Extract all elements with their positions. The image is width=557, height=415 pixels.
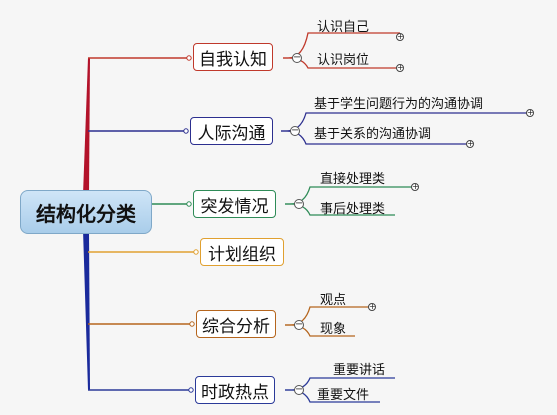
- spine-top: [83, 58, 90, 195]
- collapse-toggle-icon[interactable]: −: [294, 384, 304, 395]
- topic-label: 自我认知: [199, 49, 267, 70]
- branch-anchor-dot: [186, 55, 192, 61]
- topic-analysis[interactable]: 综合分析: [196, 310, 276, 338]
- subtopic-label[interactable]: 认识岗位: [317, 53, 370, 68]
- expand-plus-icon[interactable]: +: [368, 302, 376, 311]
- subtopic-label[interactable]: 认识自己: [317, 20, 370, 35]
- branch-anchor-dot: [189, 321, 195, 327]
- branch-anchor-dot: [188, 387, 194, 393]
- branch-anchor-dot: [193, 249, 199, 255]
- subtopic-label[interactable]: 直接处理类: [320, 172, 386, 187]
- topic-label: 时政热点: [201, 382, 269, 403]
- subtopic-label[interactable]: 现象: [320, 322, 347, 337]
- expand-plus-icon[interactable]: +: [396, 32, 404, 41]
- branch-anchor-dot: [186, 201, 192, 207]
- collapse-toggle-icon[interactable]: −: [290, 125, 300, 136]
- topic-label: 综合分析: [202, 316, 270, 337]
- expand-plus-icon[interactable]: +: [411, 182, 419, 191]
- subtopic-label[interactable]: 重要讲话: [333, 363, 386, 378]
- root-label: 结构化分类: [36, 201, 136, 226]
- branch-anchor-dot: [183, 128, 189, 134]
- subtopic-label[interactable]: 观点: [320, 293, 347, 308]
- topic-label: 突发情况: [200, 196, 269, 217]
- spine-bottom: [83, 230, 90, 390]
- topic-planning[interactable]: 计划组织: [200, 238, 284, 266]
- topic-interpersonal[interactable]: 人际沟通: [190, 117, 273, 145]
- topic-label: 人际沟通: [197, 123, 266, 144]
- subtopic-label[interactable]: 重要文件: [317, 388, 370, 403]
- topic-current-affairs[interactable]: 时政热点: [195, 376, 275, 404]
- expand-plus-icon[interactable]: +: [526, 108, 534, 117]
- expand-plus-icon[interactable]: +: [466, 139, 474, 148]
- topic-self-awareness[interactable]: 自我认知: [193, 43, 273, 71]
- root-node[interactable]: 结构化分类: [20, 190, 152, 234]
- subtopic-label[interactable]: 事后处理类: [320, 202, 386, 217]
- collapse-toggle-icon[interactable]: −: [292, 52, 302, 63]
- collapse-toggle-icon[interactable]: −: [294, 198, 304, 209]
- expand-plus-icon[interactable]: +: [396, 63, 404, 72]
- collapse-toggle-icon[interactable]: −: [294, 319, 304, 330]
- subtopic-label[interactable]: 基于学生问题行为的沟通协调: [314, 97, 484, 112]
- topic-emergency[interactable]: 突发情况: [193, 190, 276, 218]
- topic-label: 计划组织: [208, 244, 276, 265]
- subtopic-label[interactable]: 基于关系的沟通协调: [314, 127, 432, 142]
